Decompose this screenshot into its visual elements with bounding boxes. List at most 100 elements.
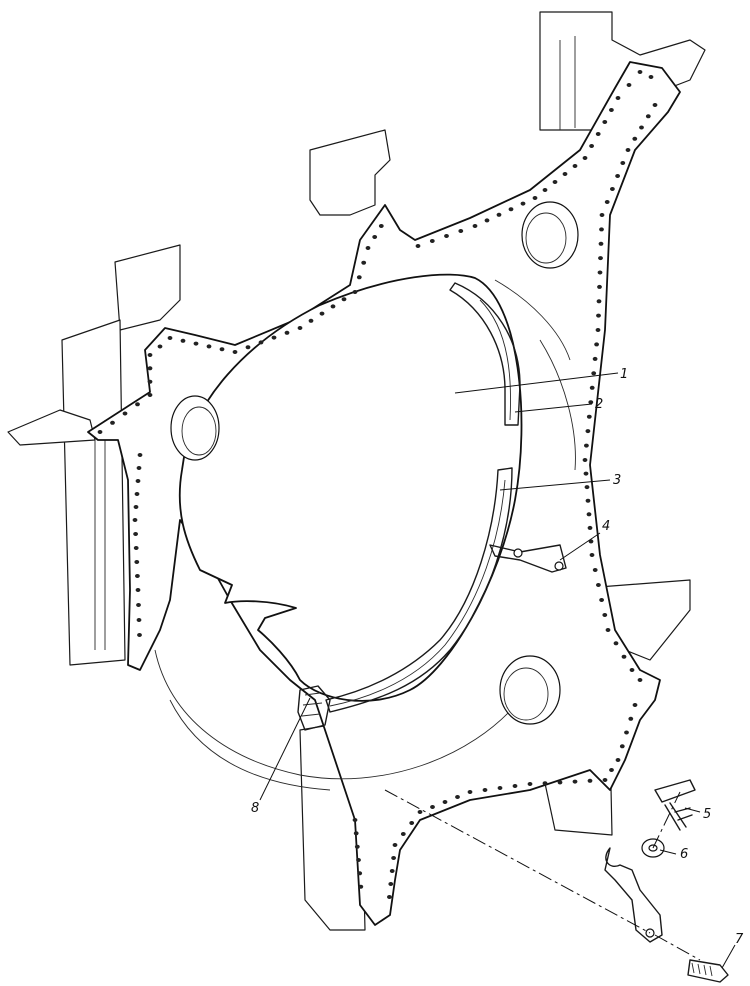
callout-5: 5 <box>703 807 711 822</box>
rivet <box>520 201 526 206</box>
callout-1: 1 <box>620 367 628 382</box>
rivet <box>110 420 115 425</box>
rivet <box>589 385 595 390</box>
rivet <box>648 75 654 79</box>
rivet <box>206 344 212 349</box>
rivet <box>135 574 140 578</box>
rivet <box>609 768 614 772</box>
rivet <box>620 161 626 165</box>
rivet <box>598 256 603 261</box>
seal-ring <box>325 282 521 713</box>
rivet <box>232 350 238 354</box>
rivet <box>245 345 251 350</box>
rivet <box>619 744 625 749</box>
callout-8: 8 <box>251 801 259 816</box>
rivet <box>308 318 314 323</box>
rivet <box>596 313 601 318</box>
rivet <box>582 458 588 462</box>
rivet <box>589 553 595 557</box>
rivet <box>595 328 601 332</box>
rivet <box>482 788 488 792</box>
rivet <box>496 212 502 217</box>
rivet <box>562 172 568 176</box>
rivet <box>319 311 325 316</box>
rivet <box>602 120 608 124</box>
rivet <box>588 400 594 405</box>
rivet <box>591 371 597 376</box>
rivet <box>625 148 631 152</box>
rivet <box>365 246 371 250</box>
rivet <box>595 132 601 136</box>
rivet <box>484 218 490 223</box>
rivet <box>167 336 173 340</box>
rivet <box>356 858 361 862</box>
rivet-rows <box>97 70 658 899</box>
rivet <box>136 466 142 470</box>
rivet <box>135 479 141 483</box>
rivet <box>632 703 638 707</box>
rivet <box>472 224 478 228</box>
rivet <box>637 70 643 74</box>
callout-7: 7 <box>735 932 744 947</box>
rivet <box>392 843 398 847</box>
rivet <box>444 234 449 238</box>
flange-arcs <box>154 279 576 791</box>
rivet <box>587 778 593 783</box>
rivet <box>597 284 602 289</box>
rivet <box>352 818 358 822</box>
rivet <box>597 270 603 275</box>
rivet <box>497 786 503 790</box>
rivet <box>361 260 367 265</box>
rivet <box>133 505 139 509</box>
rivet <box>458 229 464 233</box>
callout-4: 4 <box>602 519 610 534</box>
rivet <box>122 411 128 416</box>
rivet <box>442 800 448 804</box>
rivet <box>133 532 139 536</box>
rivet <box>388 882 394 886</box>
rivet <box>467 790 473 794</box>
rivet <box>629 668 635 672</box>
rivet <box>137 453 143 457</box>
rivet <box>599 227 604 232</box>
rivet <box>615 758 621 762</box>
rivet <box>645 114 651 119</box>
rivet <box>353 831 359 836</box>
rivet <box>132 518 138 522</box>
rivet <box>637 678 643 682</box>
bracket-4 <box>489 544 567 573</box>
rivet <box>330 304 336 309</box>
central-opening <box>178 273 523 702</box>
rivet <box>585 498 591 503</box>
rivet <box>552 180 558 184</box>
rivet <box>147 353 153 357</box>
rivet <box>357 871 363 876</box>
rivet <box>626 83 632 87</box>
rivet <box>137 633 142 637</box>
callout-6: 6 <box>680 847 688 862</box>
rivet <box>615 174 620 178</box>
cutaway-detail-8 <box>297 685 331 731</box>
rivet <box>585 429 591 434</box>
rivet <box>598 241 604 246</box>
rivet <box>527 782 533 786</box>
rivet <box>605 628 611 632</box>
rivet <box>147 379 153 384</box>
rivet <box>387 895 392 899</box>
rivet <box>297 326 303 330</box>
rivet <box>592 356 598 361</box>
rivet <box>599 598 604 602</box>
rivet <box>356 275 362 280</box>
rivet <box>193 341 199 346</box>
rivet <box>586 414 592 419</box>
rivet <box>609 108 614 112</box>
rivet <box>147 393 153 397</box>
exploded-fasteners <box>604 779 729 983</box>
rivet <box>417 810 423 814</box>
rivet <box>284 330 290 335</box>
rivet <box>596 583 601 587</box>
rivet <box>430 805 435 809</box>
rivet <box>134 492 140 496</box>
rivet <box>613 641 619 646</box>
rivet <box>135 402 140 407</box>
